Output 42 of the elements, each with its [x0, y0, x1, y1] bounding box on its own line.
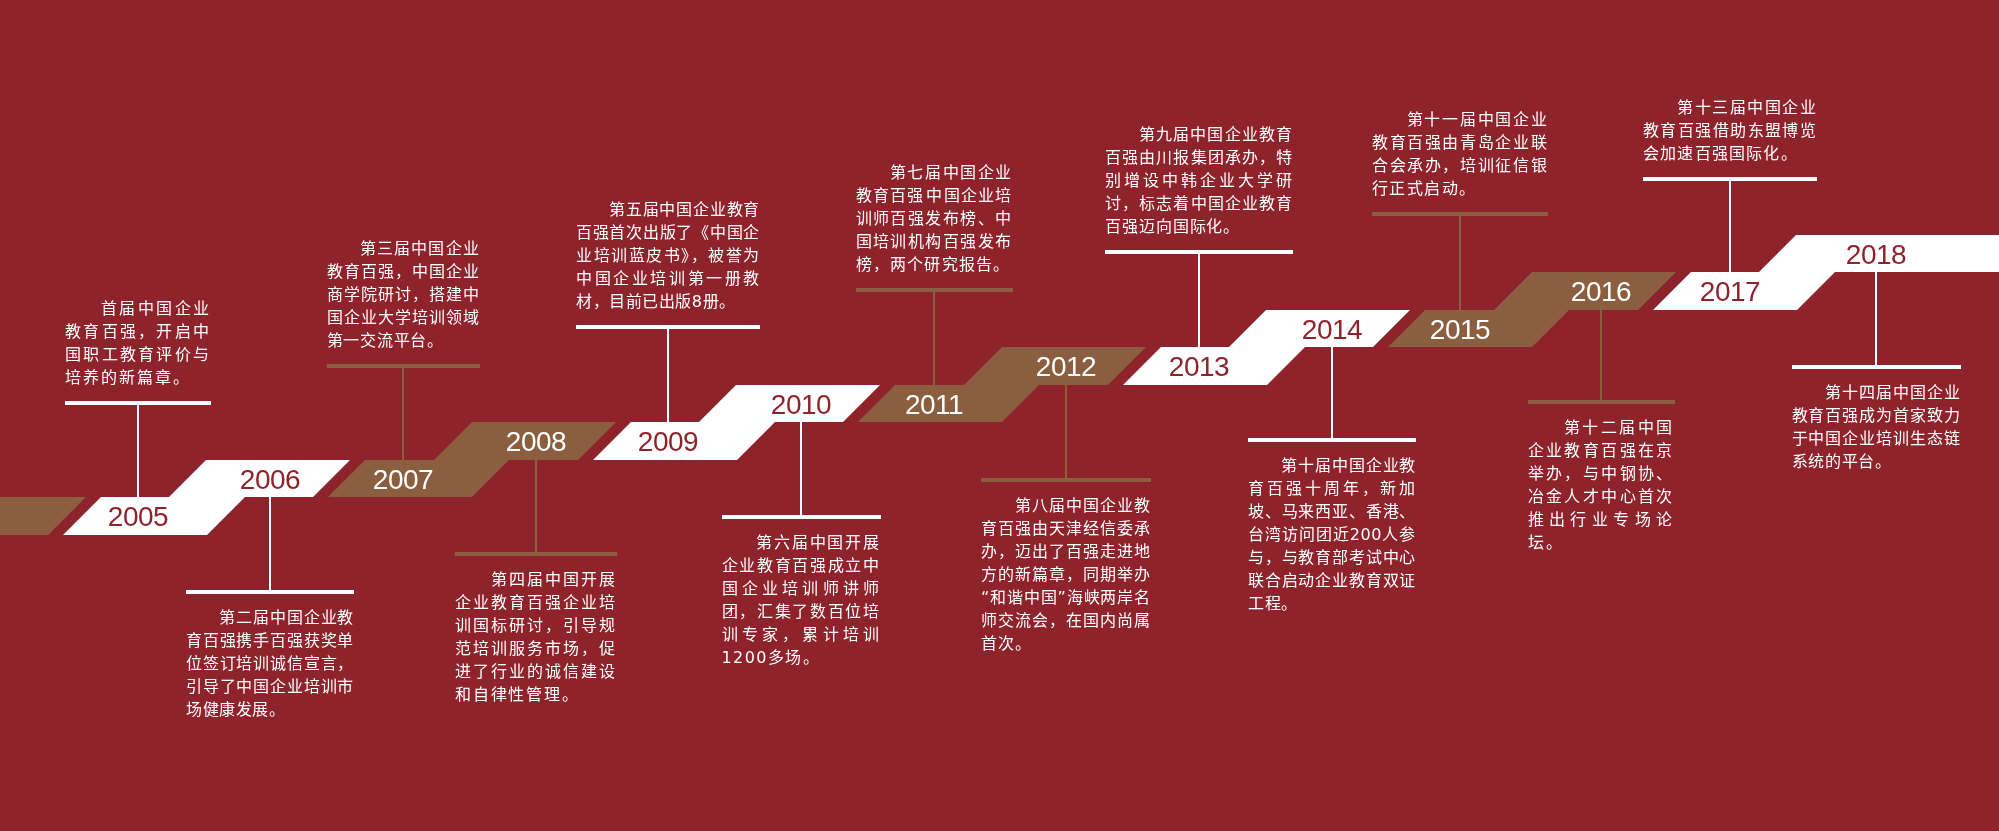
year-label: 2006: [239, 465, 301, 494]
milestone-text: 第六届中国开展企业教育百强成立中国企业培训师讲师团，汇集了数百位培训专家，累计培训1200多场。: [721, 515, 881, 669]
year-label: 2018: [1845, 240, 1907, 269]
leader-line: [137, 404, 139, 498]
year-label: 2016: [1570, 278, 1632, 306]
milestone-text: 第十一届中国企业教育百强由青岛企业联合会承办，培训征信银行正式启动。: [1372, 108, 1548, 216]
leader-line: [1875, 271, 1877, 366]
year-label: 2011: [904, 390, 964, 419]
year-label: 2015: [1429, 315, 1491, 344]
year-label: 2014: [1301, 315, 1363, 344]
leader-line: [1198, 253, 1200, 348]
year-label: 2005: [107, 503, 169, 531]
milestone-text: 第七届中国企业教育百强 中国企业培训师百强发布榜、中国培训机构百强发布榜，两个研究报告。: [855, 161, 1013, 292]
year-label: 2010: [770, 390, 832, 419]
leader-line: [933, 291, 935, 386]
leader-line: [1600, 309, 1602, 401]
milestone-text: 第五届中国企业教育百强首次出版了《中国企业培训蓝皮书》，被誉为中国企业培训第一册教材，目前已出版8册。: [576, 198, 760, 329]
milestone-text: 第十届中国企业教育百强十周年，新加坡、马来西亚、香港、台湾访问团近200人参与，与教育部考试中心联合启动企业教育双证工程。: [1248, 438, 1416, 615]
year-label: 2007: [372, 465, 434, 494]
leader-line: [667, 328, 669, 423]
year-label: 2012: [1035, 353, 1097, 381]
year-label: 2017: [1699, 278, 1761, 306]
leader-line: [1331, 346, 1333, 439]
milestone-text: 第三届中国企业教育百强，中国企业商学院研讨，搭建中国企业大学培训领域第一交流平台。: [326, 237, 480, 368]
leader-line: [800, 421, 802, 516]
milestone-text: 第八届中国企业教育百强由天津经信委承办，迈出了百强走进地方的新篇章，同期举办“和谐中国”海峡两岸名师交流会，在国内尚属首次。: [981, 478, 1151, 655]
milestone-text: 第九届中国企业教育百强由川报集团承办，特别增设中韩企业大学研讨，标志着中国企业教育百强迈向国际化。: [1105, 123, 1293, 254]
year-label: 2008: [505, 428, 567, 456]
milestone-text: 首届中国企业教育百强，开启中国职工教育评价与培养的新篇章。: [65, 297, 211, 405]
leader-line: [535, 459, 537, 553]
leader-line: [269, 496, 271, 591]
milestone-text: 第十四届中国企业教育百强成为首家致力于中国企业培训生态链系统的平台。: [1791, 365, 1961, 473]
milestone-text: 第二届中国企业教育百强携手百强获奖单位签订培训诚信宣言，引导了中国企业培训市场健康发展。: [186, 590, 354, 721]
milestone-text: 第十二届中国企业教育百强在京举办，与中钢协、冶金人才中心首次推出行业专场论坛。: [1527, 400, 1675, 554]
leader-line: [402, 367, 404, 461]
year-label: 2013: [1168, 353, 1230, 381]
leader-line: [1065, 384, 1067, 479]
milestone-text: 第十三届中国企业教育百强借助东盟博览会加速百强国际化。: [1643, 96, 1817, 181]
milestone-text: 第四届中国开展企业教育百强企业培训国标研讨，引导规范培训服务市场，促进了行业的诚信建设和自律性管理。: [455, 552, 617, 706]
leader-line: [1459, 215, 1461, 311]
leader-line: [1729, 180, 1731, 273]
year-label: 2009: [637, 428, 699, 456]
